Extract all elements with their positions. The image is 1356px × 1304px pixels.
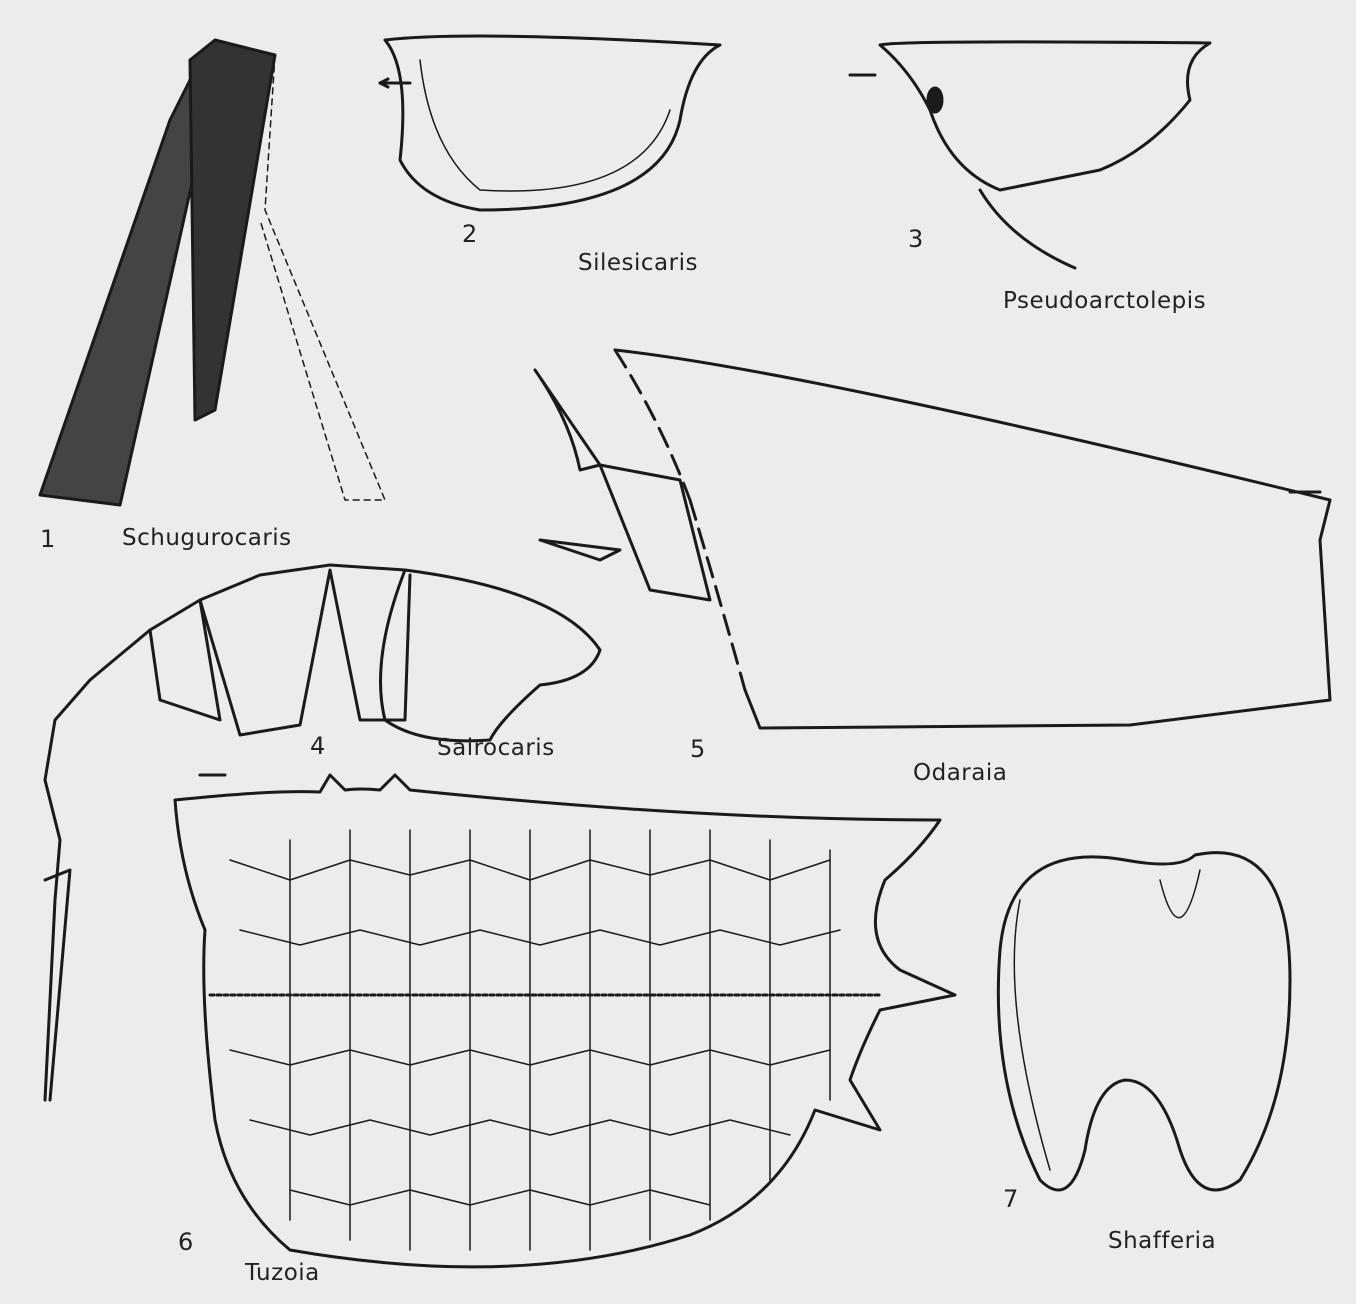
figure-label-shafferia: Shafferia [1108,1228,1217,1254]
schugurocaris-drawing [38,38,386,507]
pseudoarctolepis-drawing [848,40,1212,270]
figure-label-sairocaris: Sairocaris [437,735,555,761]
figure-label-tuzoia: Tuzoia [245,1260,320,1286]
figure-number: 4 [310,732,326,760]
figure-label-pseudoarctolepis: Pseudoarctolepis [1003,288,1207,314]
figure-label-silesicaris: Silesicaris [578,250,698,276]
figure-number: 5 [690,735,706,763]
reticulate-pattern [208,829,882,1251]
odaraia-drawing [533,348,1332,730]
figure-label-schugurocaris: Schugurocaris [122,525,292,551]
tuzoia-drawing [173,773,957,1269]
figure-number: 6 [178,1228,194,1256]
sairocaris-drawing [43,563,602,1102]
figure-number: 7 [1003,1185,1019,1213]
figure-number: 2 [462,220,478,248]
silesicaris-drawing [378,34,722,212]
shafferia-drawing [996,851,1292,1192]
figure-number: 1 [40,525,56,553]
figure-number: 3 [908,225,924,253]
figure-label-odaraia: Odaraia [913,760,1008,786]
